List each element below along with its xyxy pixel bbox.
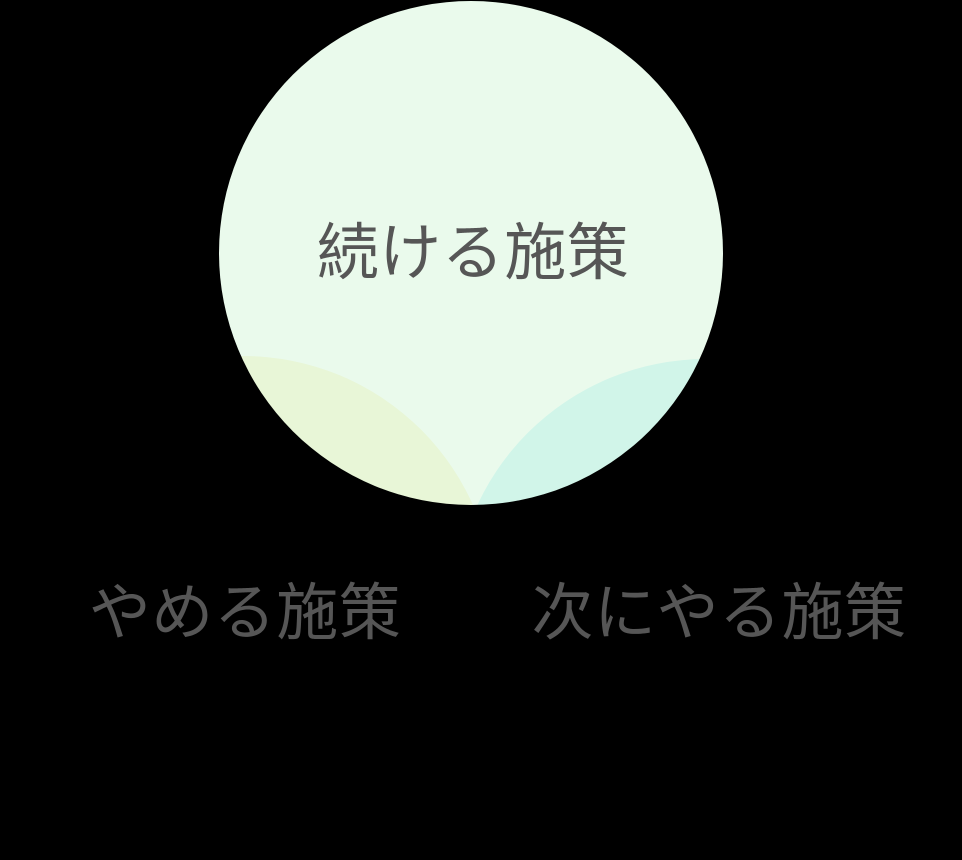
venn-circle-next[interactable]: [454, 359, 958, 860]
venn-label-next: 次にやる施策: [531, 576, 907, 649]
venn-circle-stop[interactable]: [0, 356, 495, 860]
venn-label-stop: やめる施策: [88, 576, 402, 649]
venn-label-continue: 続ける施策: [316, 216, 630, 289]
